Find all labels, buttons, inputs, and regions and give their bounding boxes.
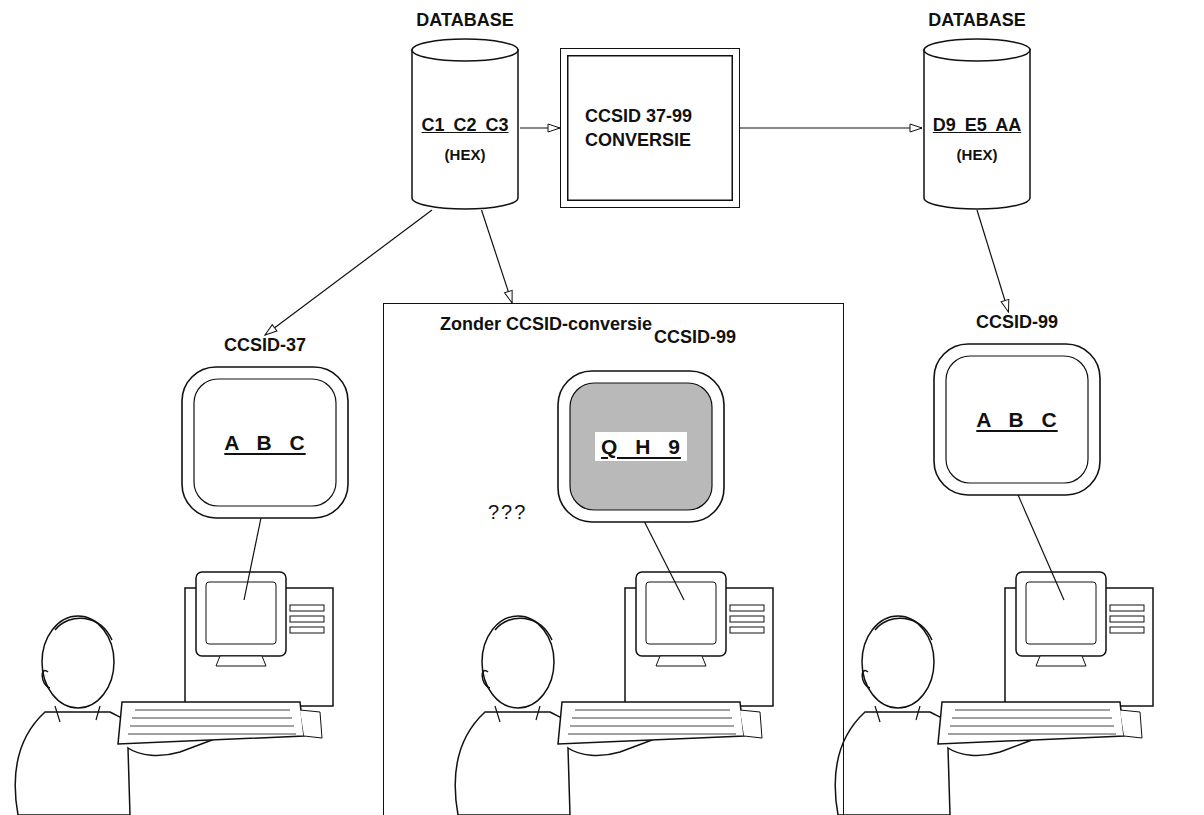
ccsid-heading: CCSID-37 xyxy=(180,335,350,357)
screen-characters: A B C xyxy=(224,430,305,455)
flow-arrow xyxy=(482,210,513,303)
conversion-box: CCSID 37-99 CONVERSIE xyxy=(560,48,740,208)
flow-arrow xyxy=(740,127,922,128)
flow-arrow xyxy=(265,210,432,335)
database-cylinder: DATABASE D9 E5 AA (HEX) xyxy=(922,10,1032,210)
hex-values: C1 C2 C3 xyxy=(410,115,520,137)
database-cylinder: DATABASE C1 C2 C3 (HEX) xyxy=(410,10,520,210)
conversion-label: CCSID 37-99 CONVERSIE xyxy=(585,104,715,153)
database-heading: DATABASE xyxy=(922,10,1032,32)
monitor-screen: Q H 9 xyxy=(570,383,712,510)
hex-note: (HEX) xyxy=(922,146,1032,164)
database-heading: DATABASE xyxy=(410,10,520,32)
panel-heading: Zonder CCSID-conversie xyxy=(440,314,652,336)
monitor-display: CCSID-99 A B C xyxy=(932,312,1102,497)
hex-values: D9 E5 AA xyxy=(922,115,1032,137)
monitor-display: CCSID-37 A B C xyxy=(180,335,350,520)
monitor-screen: A B C xyxy=(194,379,336,506)
monitor-screen: A B C xyxy=(946,356,1088,483)
flow-arrow xyxy=(977,210,1009,312)
screen-characters: A B C xyxy=(976,407,1057,432)
scenario-panel: Zonder CCSID-conversieCCSID-99Q H 9 xyxy=(383,303,844,815)
flow-arrow xyxy=(520,127,560,128)
screen-characters: Q H 9 xyxy=(595,432,687,461)
monitor-display: CCSID-99Q H 9 xyxy=(556,339,726,524)
hex-note: (HEX) xyxy=(410,146,520,164)
note-label: ??? xyxy=(488,500,527,524)
ccsid-heading: CCSID-99 xyxy=(654,327,736,349)
ccsid-heading: CCSID-99 xyxy=(932,312,1102,334)
